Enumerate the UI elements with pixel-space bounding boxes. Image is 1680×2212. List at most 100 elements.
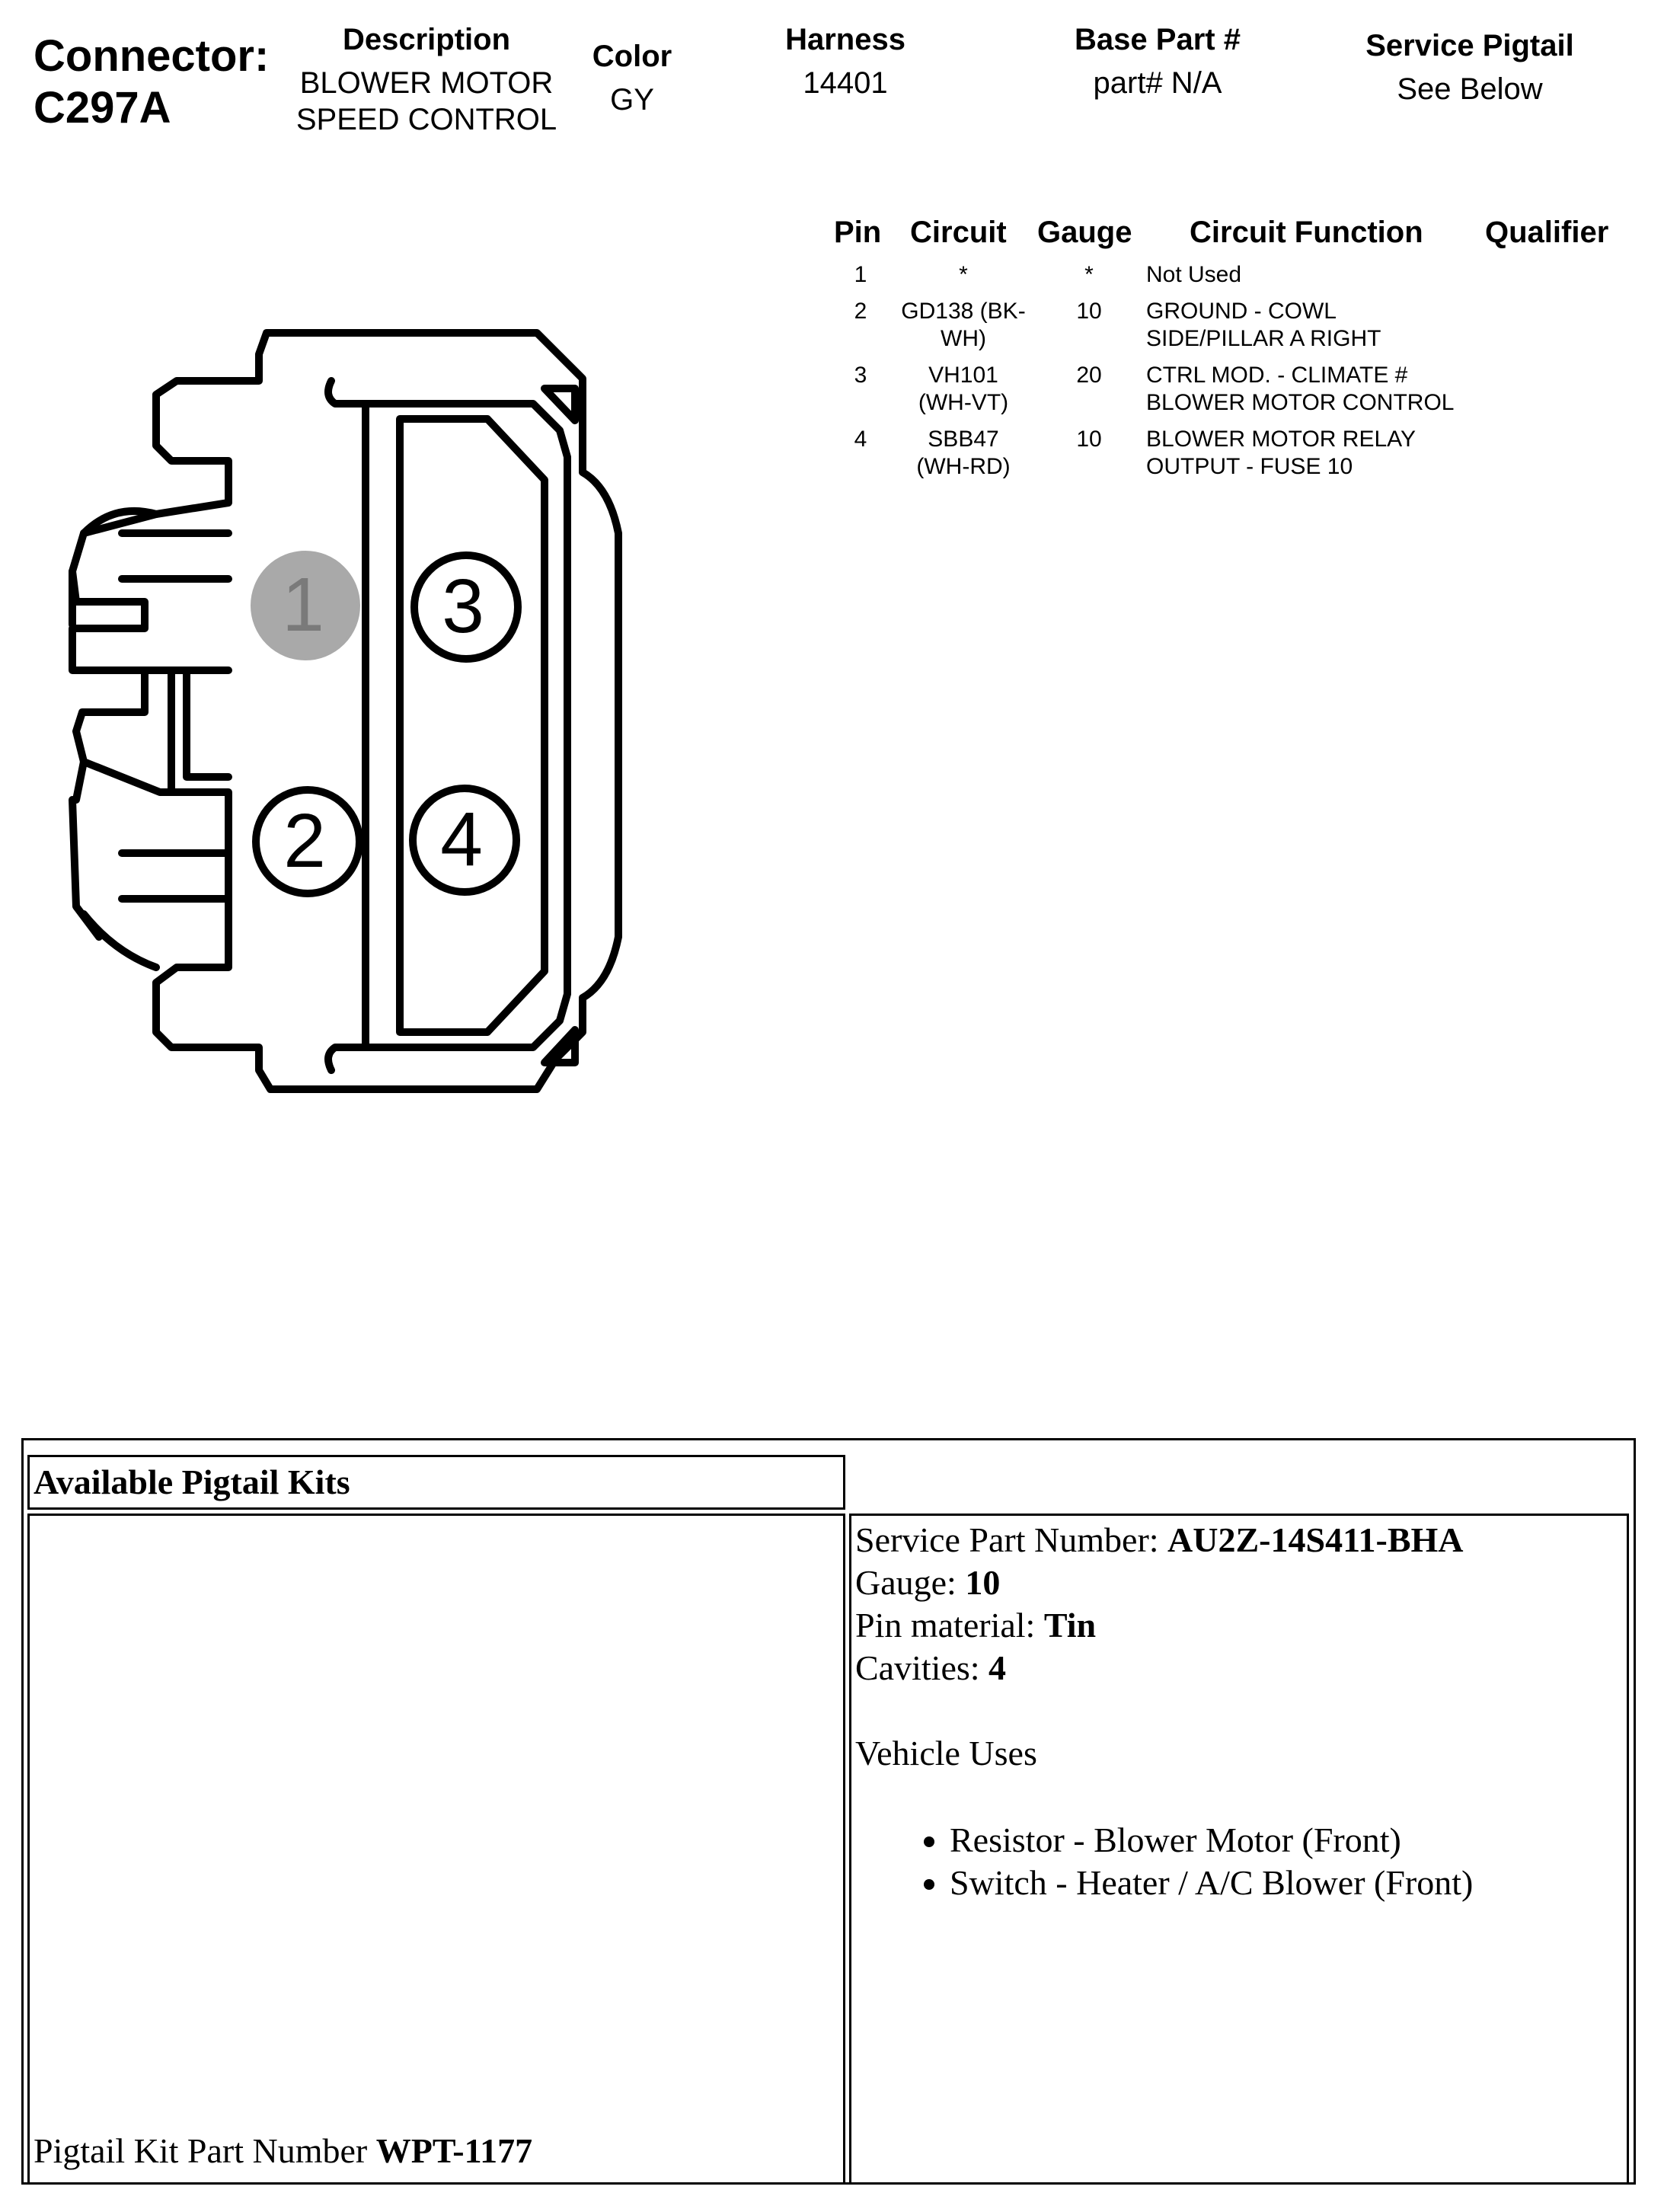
circuit-line: GD138 (BK- bbox=[901, 299, 1026, 324]
cavities-line: Cavities: 4 bbox=[855, 1647, 1473, 1689]
cavities-value: 4 bbox=[989, 1648, 1007, 1687]
pin-4-cavity: 4 bbox=[409, 785, 520, 896]
circuit-line: (WH-RD) bbox=[916, 454, 1011, 479]
latch-hook-lower bbox=[80, 910, 160, 971]
description-column: Description BLOWER MOTOR SPEED CONTROL bbox=[267, 23, 586, 138]
table-row-circuit: * bbox=[959, 262, 968, 287]
service-pigtail-label: Service Pigtail bbox=[1365, 29, 1574, 62]
pin-4-label: 4 bbox=[440, 797, 483, 882]
pigtail-title: Available Pigtail Kits bbox=[34, 1462, 350, 1501]
latch-rail-lower bbox=[118, 849, 232, 903]
function-line: SIDE/PILLAR A RIGHT bbox=[1146, 326, 1381, 351]
connector-id: C297A bbox=[34, 83, 171, 133]
pin-3-circle bbox=[410, 551, 522, 663]
gauge-header: Gauge bbox=[1037, 216, 1132, 249]
corner-triangle-top bbox=[541, 385, 579, 424]
color-label: Color bbox=[592, 40, 672, 73]
service-part-line: Service Part Number: AU2Z-14S411-BHA bbox=[855, 1519, 1473, 1562]
pin-material-value: Tin bbox=[1043, 1606, 1097, 1645]
description-line2: SPEED CONTROL bbox=[295, 103, 557, 136]
table-row-gauge: 10 bbox=[1076, 299, 1102, 324]
base-part-column: Base Part # part# N/A bbox=[1043, 23, 1272, 101]
corner-triangle-bottom bbox=[541, 1026, 579, 1066]
function-line: OUTPUT - FUSE 10 bbox=[1146, 454, 1353, 479]
description-line1: BLOWER MOTOR bbox=[299, 66, 554, 100]
function-line: CTRL MOD. - CLIMATE # bbox=[1146, 363, 1408, 388]
list-item: Switch - Heater / A/C Blower (Front) bbox=[950, 1862, 1473, 1904]
qualifier-header: Qualifier bbox=[1485, 216, 1609, 249]
circuit-function-header: Circuit Function bbox=[1190, 216, 1423, 249]
pin-1-cavity: 1 bbox=[251, 551, 360, 660]
pin-cavities: 1 2 3 4 bbox=[251, 551, 522, 897]
list-item: Resistor - Blower Motor (Front) bbox=[950, 1819, 1473, 1862]
circuit-line: SBB47 bbox=[928, 427, 999, 452]
circuit-line: WH) bbox=[941, 326, 986, 351]
pin-2-cavity: 2 bbox=[252, 786, 363, 897]
pigtail-details: Service Part Number: AU2Z-14S411-BHA Gau… bbox=[855, 1519, 1473, 1904]
table-row-circuit: SBB47 (WH-RD) bbox=[887, 426, 1040, 481]
vehicle-uses-label: Vehicle Uses bbox=[855, 1734, 1037, 1772]
table-row-pin: 2 bbox=[854, 299, 867, 324]
function-line: BLOWER MOTOR RELAY bbox=[1146, 427, 1416, 452]
pin-3-label: 3 bbox=[442, 564, 484, 649]
inner-channel-outer bbox=[324, 377, 571, 1074]
connector-face-diagram: 1 2 3 4 bbox=[69, 329, 622, 1093]
table-row-pin: 3 bbox=[854, 363, 867, 388]
pin-material-line: Pin material: Tin bbox=[855, 1604, 1473, 1647]
circuit-line: (WH-VT) bbox=[918, 390, 1009, 415]
pigtail-title-cell bbox=[27, 1455, 845, 1510]
service-part-value: AU2Z-14S411-BHA bbox=[1167, 1520, 1464, 1559]
table-row-pin: 1 bbox=[854, 262, 867, 287]
connector-title: Connector: C297A bbox=[34, 30, 269, 134]
table-row-function: BLOWER MOTOR RELAY OUTPUT - FUSE 10 bbox=[1146, 426, 1416, 481]
service-pigtail-value: See Below bbox=[1397, 72, 1543, 106]
pin-4-circle bbox=[409, 785, 520, 896]
pigtail-details-cell bbox=[849, 1514, 1629, 2185]
color-column: Color GY bbox=[571, 40, 693, 118]
latch-rail-upper bbox=[118, 529, 232, 583]
inner-chamber bbox=[362, 400, 548, 1051]
table-row-circuit: VH101 (WH-VT) bbox=[887, 362, 1040, 417]
table-row-gauge: 10 bbox=[1076, 427, 1102, 452]
circuit-line: VH101 bbox=[928, 363, 998, 388]
pin-material-label: Pin material: bbox=[855, 1606, 1044, 1645]
circuit-header: Circuit bbox=[910, 216, 1007, 249]
function-line: BLOWER MOTOR CONTROL bbox=[1146, 390, 1455, 415]
table-row-gauge: 20 bbox=[1076, 363, 1102, 388]
pin-2-label: 2 bbox=[283, 798, 326, 884]
pigtail-kit-cell bbox=[27, 1514, 845, 2185]
pin-3-cavity: 3 bbox=[410, 551, 522, 663]
service-part-label: Service Part Number: bbox=[855, 1520, 1168, 1559]
service-pigtail-column: Service Pigtail See Below bbox=[1340, 29, 1599, 107]
table-row-function: GROUND - COWL SIDE/PILLAR A RIGHT bbox=[1146, 298, 1381, 353]
harness-column: Harness 14401 bbox=[746, 23, 944, 101]
table-row-function: Not Used bbox=[1146, 262, 1242, 287]
latch-hook-upper bbox=[80, 507, 160, 537]
cavities-label: Cavities: bbox=[855, 1648, 989, 1687]
gauge-label: Gauge: bbox=[855, 1563, 966, 1602]
pigtail-kit-part: Pigtail Kit Part Number WPT-1177 bbox=[34, 2130, 532, 2172]
table-row-gauge: * bbox=[1084, 262, 1094, 287]
latch-edge-lower bbox=[69, 758, 103, 941]
pin-1-circle bbox=[251, 551, 360, 660]
color-value: GY bbox=[610, 83, 654, 117]
pin-2-circle bbox=[252, 786, 363, 897]
kit-part-label: Pigtail Kit Part Number bbox=[34, 2131, 376, 2170]
function-line: GROUND - COWL bbox=[1146, 299, 1337, 324]
description-label: Description bbox=[342, 23, 511, 56]
pin-header: Pin bbox=[834, 216, 882, 249]
gauge-value: 10 bbox=[965, 1563, 1001, 1602]
harness-value: 14401 bbox=[803, 66, 888, 100]
table-row-circuit: GD138 (BK- WH) bbox=[887, 298, 1040, 353]
pin-1-label: 1 bbox=[282, 562, 324, 647]
latch-detail-left bbox=[141, 666, 232, 792]
gauge-line: Gauge: 10 bbox=[855, 1562, 1473, 1604]
table-row-function: CTRL MOD. - CLIMATE # BLOWER MOTOR CONTR… bbox=[1146, 362, 1454, 417]
base-part-value: part# N/A bbox=[1093, 66, 1222, 100]
harness-label: Harness bbox=[785, 23, 905, 56]
table-row-pin: 4 bbox=[854, 427, 867, 452]
vehicle-uses-list: Resistor - Blower Motor (Front) Switch -… bbox=[855, 1819, 1473, 1904]
connector-housing-outline bbox=[69, 329, 622, 1093]
connector-label: Connector: bbox=[34, 31, 270, 81]
kit-part-value: WPT-1177 bbox=[375, 2131, 533, 2170]
